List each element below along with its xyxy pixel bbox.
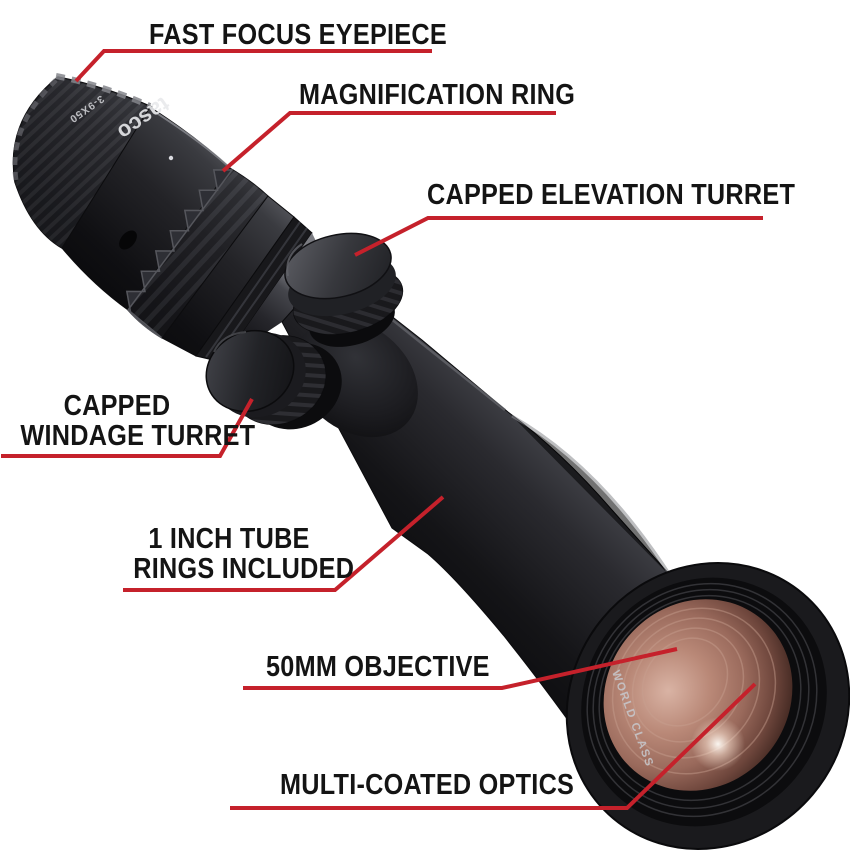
leader-capped-elevation-turret [354,216,763,257]
callout-label-line2: WINDAGE TURRET [20,420,256,452]
leader-capped-windage-turret [1,398,254,458]
callout-label-line1: 1 INCH TUBE [148,523,310,555]
callout-fast-focus-eyepiece: FAST FOCUS EYEPIECE [149,20,447,50]
bell-highlight [511,414,674,579]
callout-capped-windage-turret: CAPPED WINDAGE TURRET [20,390,256,452]
leader-multi-coated-optics [230,682,757,810]
leader-lines [1,49,763,810]
callout-capped-elevation-turret: CAPPED ELEVATION TURRET [427,180,795,210]
scope-body: tasco 3-9X50 WORLD CLASS [12,73,850,850]
callout-label: CAPPED ELEVATION TURRET [427,179,796,211]
callout-magnification-ring: MAGNIFICATION RING [299,80,575,110]
callout-label: 50MM OBJECTIVE [266,651,490,683]
lens-glare [691,717,745,771]
leader-magnification-ring [221,111,556,173]
callout-label: FAST FOCUS EYEPIECE [149,19,447,51]
leader-fast-focus-eyepiece [74,49,432,83]
index-dot [168,155,174,161]
windage-turret [205,329,342,430]
fast-focus-eyepiece-ring [12,73,154,250]
lock-ring [161,195,313,363]
lens-glass [603,599,793,791]
leader-tube-rings-included [123,495,445,592]
callout-label-line2: RINGS INCLUDED [133,553,355,585]
lens-threads [586,582,818,818]
callout-label: MULTI-COATED OPTICS [280,769,575,801]
callout-objective-50mm: 50MM OBJECTIVE [266,652,490,682]
ocular-screw [119,230,137,250]
callout-label-line1: CAPPED [63,390,171,422]
magnification-ring-teeth [125,169,234,339]
windage-cap-face [205,329,295,413]
knurl-scallops [55,73,152,109]
leader-objective-50mm [243,647,678,690]
objective-lens [565,562,850,850]
callout-multi-coated-optics: MULTI-COATED OPTICS [280,770,574,800]
callout-label: MAGNIFICATION RING [299,79,576,111]
callout-tube-rings-included: 1 INCH TUBE RINGS INCLUDED [133,523,355,585]
